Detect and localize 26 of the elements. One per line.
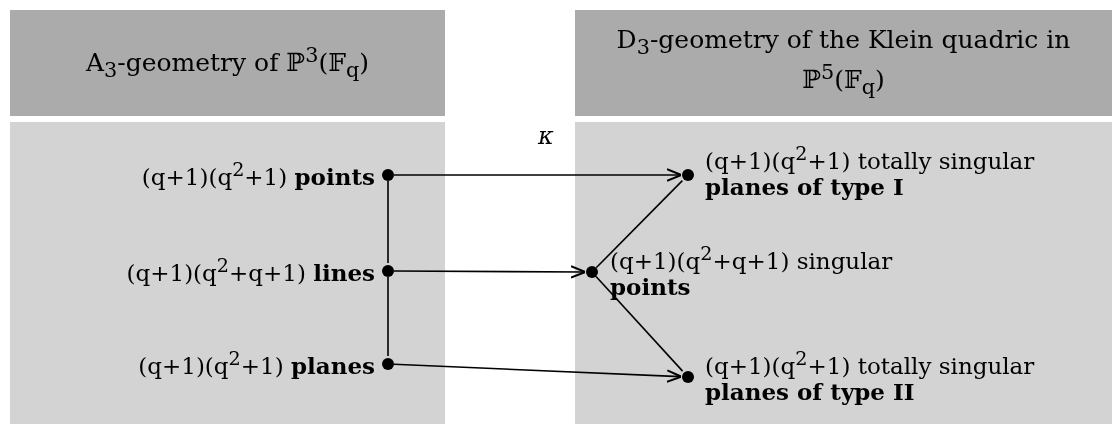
count-text: (q+1)(q$^{2}$+1) totally singular planes of type II [705,348,1036,406]
count-text: (q+1)(q$^{2}$+1) totally singular planes of type I [705,143,1036,201]
arrow [393,168,683,182]
count-text: (q+1)(q$^{2}$+q+1) lines [126,255,375,287]
map-symbol: κ [538,122,554,150]
dot-marker [586,266,598,278]
dot-marker [682,169,694,181]
dot-marker [382,265,394,277]
panel-background [575,122,1112,424]
dot-marker [682,371,694,383]
header-text: A$_{3}$-geometry of ℙ$^{3}$(𝔽$_{q}$) [84,42,371,84]
count-text: (q+1)(q$^{2}$+q+1) singular points [610,243,894,301]
header-band [575,10,1112,116]
connector-line [387,180,389,264]
header-band [10,10,445,116]
arrow [393,363,683,383]
arrow [393,265,587,279]
dot-marker [382,358,394,370]
dot-marker [382,169,394,181]
header-text: D$_{3}$-geometry of the Klein quadric in ℙ$^{5}$(𝔽$_{q}$) [615,25,1072,101]
connector-line [595,179,684,269]
count-text: (q+1)(q$^{2}$+1) planes [138,348,375,380]
count-text: (q+1)(q$^{2}$+1) points [141,159,375,191]
connector-line [595,275,684,372]
connector-line [387,276,389,357]
panel-background [10,122,445,424]
